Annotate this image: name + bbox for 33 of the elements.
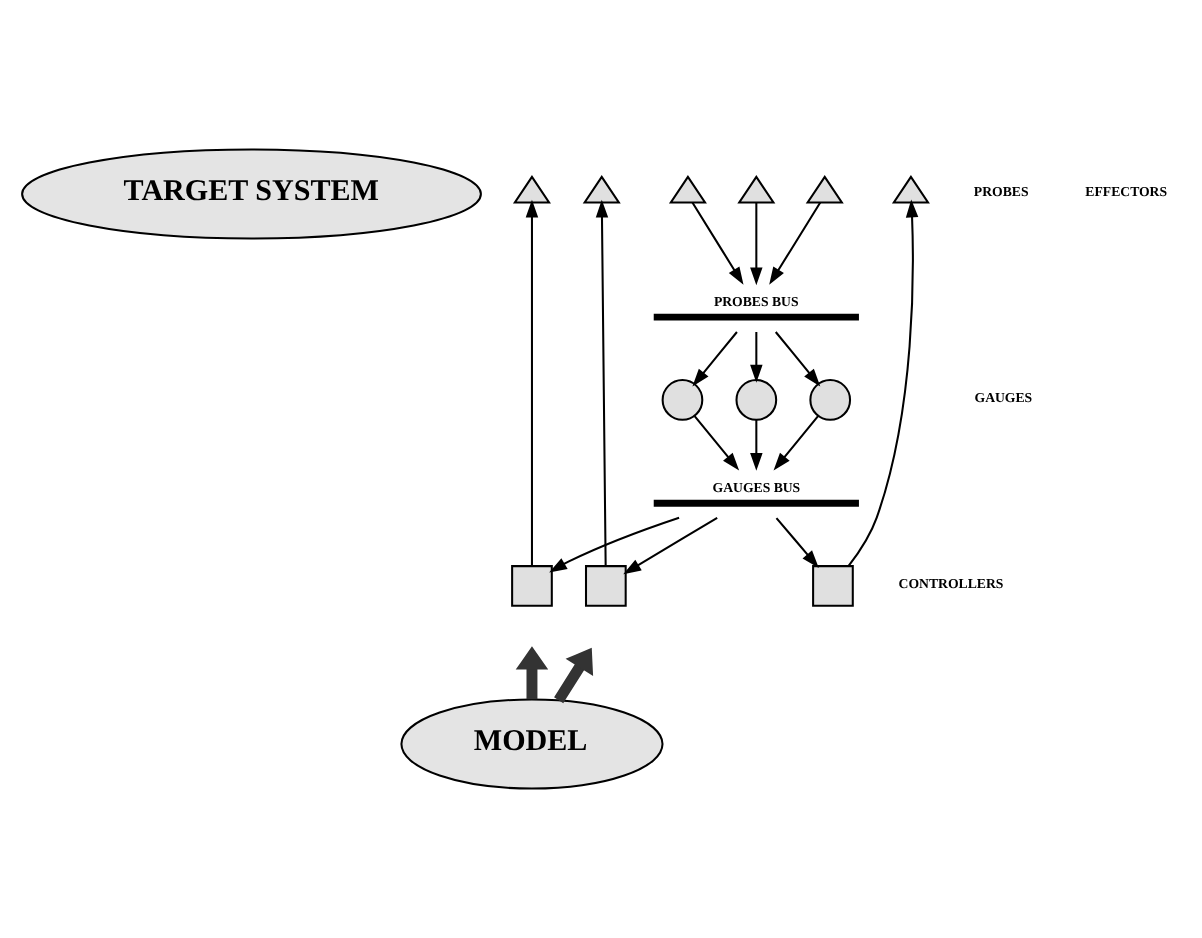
arrow: [595, 199, 609, 566]
arrow: [693, 415, 740, 471]
node-box: [653, 499, 859, 507]
node-triangle: [891, 175, 930, 204]
node-box: [511, 565, 553, 607]
node-box: [812, 565, 854, 607]
node-triangle: [512, 175, 551, 204]
arrow: [515, 646, 549, 700]
node-triangle: [582, 175, 621, 204]
arrow: [847, 199, 919, 567]
arrow: [549, 516, 680, 573]
arrow: [750, 332, 763, 383]
arrow: [692, 331, 738, 387]
node-triangle: [668, 175, 707, 204]
arrow: [623, 516, 718, 575]
arrow: [769, 202, 822, 285]
node-ellipse: TARGET SYSTEM: [21, 148, 482, 240]
arrow: [525, 199, 539, 566]
node-circle: [661, 379, 704, 421]
node-box: [653, 313, 859, 321]
node-circle: [809, 379, 852, 421]
node-triangle: [737, 175, 776, 204]
arrow: [750, 202, 763, 286]
node-ellipse: MODEL: [400, 698, 664, 790]
arrow: [775, 517, 819, 568]
arrow: [691, 202, 744, 285]
node-triangle: [805, 175, 844, 204]
arrow: [554, 647, 594, 704]
node-box: [585, 565, 627, 607]
arrow: [774, 331, 821, 387]
node-circle: [735, 379, 778, 421]
arrow: [750, 420, 763, 471]
arrow: [773, 415, 819, 471]
